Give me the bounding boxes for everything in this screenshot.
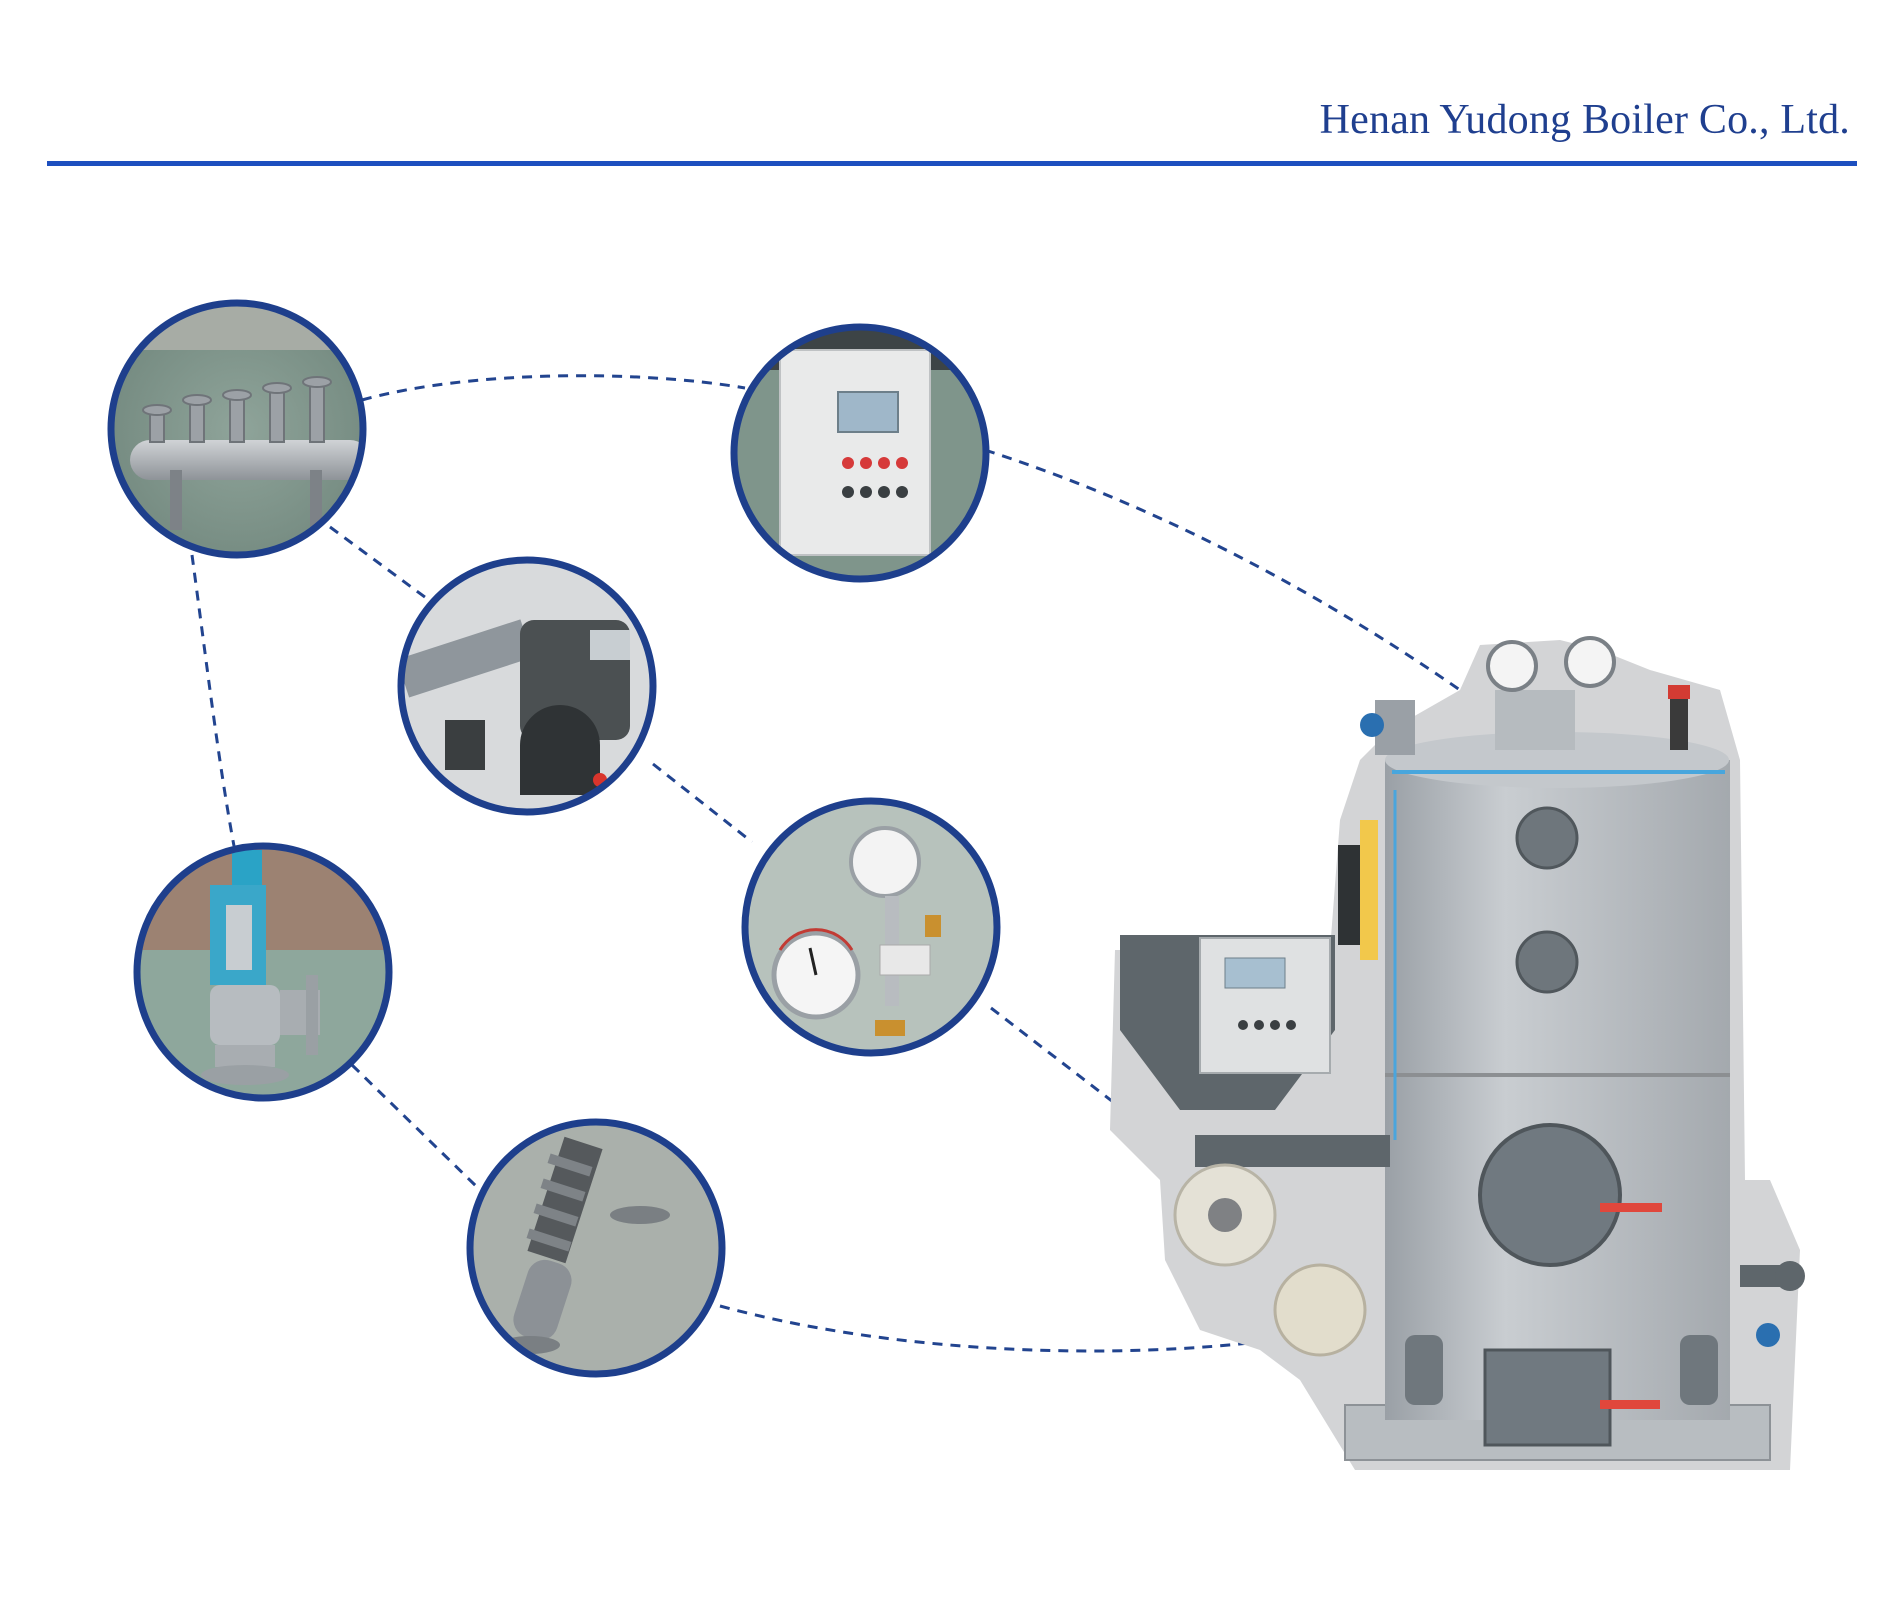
burner-photo bbox=[397, 556, 657, 816]
connector-burner-to-gauges bbox=[652, 762, 753, 844]
water-level-gauge-photo bbox=[466, 1118, 726, 1378]
dashed-connectors bbox=[190, 374, 1461, 1353]
connector-header-to-burner bbox=[329, 525, 438, 608]
vertical-steam-boiler-photo bbox=[1110, 636, 1805, 1470]
control-cabinet-photo bbox=[730, 323, 990, 583]
connector-cabinet-to-boiler bbox=[984, 448, 1461, 692]
header-divider bbox=[47, 161, 1857, 166]
connector-header-to-cabinet bbox=[361, 374, 746, 402]
connector-valve-to-level-gauge bbox=[350, 1063, 478, 1188]
connector-header-to-valve bbox=[190, 554, 236, 847]
steam-header-photo bbox=[107, 299, 367, 559]
company-name: Henan Yudong Boiler Co., Ltd. bbox=[1319, 97, 1850, 143]
safety-valve-photo bbox=[133, 842, 393, 1102]
connector-level-gauge-to-boiler bbox=[719, 1304, 1276, 1353]
pressure-gauges-photo bbox=[741, 797, 1001, 1057]
